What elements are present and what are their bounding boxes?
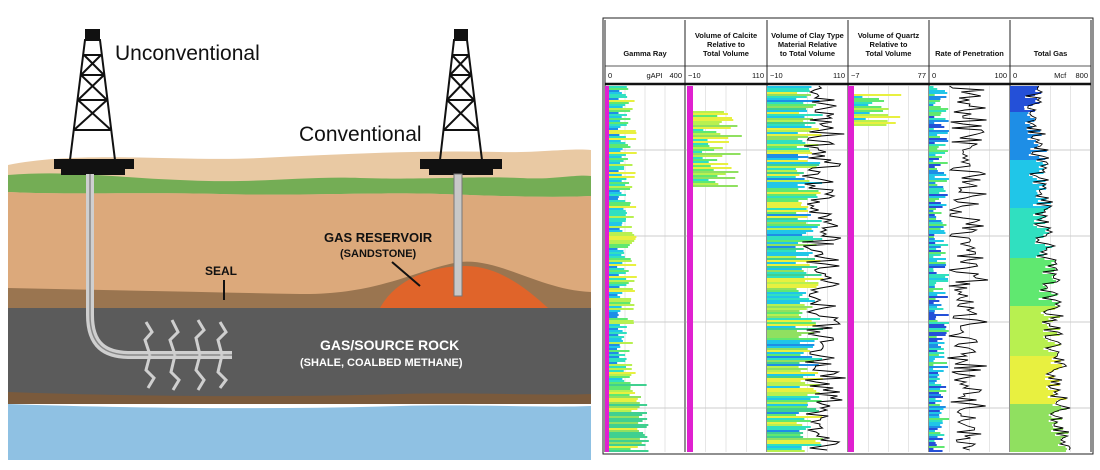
fracture-lines — [143, 319, 228, 391]
log-scale-min: 0 — [932, 71, 936, 80]
log-scale-unit: Mcf — [1054, 71, 1067, 80]
log-scale-max: 110 — [752, 71, 764, 80]
label-sandstone: (SANDSTONE) — [340, 248, 417, 260]
log-track-title: Relative to — [870, 40, 908, 49]
gas-reservoir-dome — [380, 266, 548, 308]
conventional-rig-icon — [420, 29, 502, 175]
log-track-title: Rate of Penetration — [935, 49, 1004, 58]
log-scale-min: 0 — [1013, 71, 1017, 80]
water-layer — [8, 404, 591, 460]
log-track-title: Total Volume — [866, 49, 912, 58]
log-track-title: Volume of Clay Type — [771, 31, 844, 40]
conventional-wellbore — [453, 173, 463, 297]
log-scale-max: 77 — [918, 71, 926, 80]
geology-diagram: Unconventional Conventional GAS RESERVOI… — [8, 10, 591, 460]
log-scale-min: −7 — [851, 71, 860, 80]
label-gas-reservoir: GAS RESERVOIR — [324, 230, 433, 245]
log-track-title: Volume of Quartz — [858, 31, 920, 40]
reservoir-leader-line — [391, 261, 421, 287]
log-track-title: Gamma Ray — [623, 49, 667, 58]
log-scale-max: 400 — [669, 71, 682, 80]
label-unconventional: Unconventional — [115, 42, 260, 65]
log-track-title: Total Gas — [1034, 49, 1068, 58]
label-source-rock-sub: (SHALE, COALBED METHANE) — [300, 357, 463, 369]
log-scale-max: 800 — [1075, 71, 1088, 80]
log-tracks — [605, 85, 1091, 452]
grass-layer — [8, 173, 591, 197]
unconventional-rig-icon — [54, 29, 134, 175]
log-scale-min: −10 — [688, 71, 701, 80]
log-scale-max: 100 — [994, 71, 1007, 80]
source-rock-layer — [8, 308, 591, 398]
label-source-rock: GAS/SOURCE ROCK — [320, 337, 459, 353]
log-scale-min: 0 — [608, 71, 612, 80]
log-track-title: Material Relative — [778, 40, 837, 49]
log-track-title: to Total Volume — [780, 49, 835, 58]
log-scale-max: 110 — [833, 71, 845, 80]
log-track-title: Volume of Calcite — [695, 31, 757, 40]
label-conventional: Conventional — [299, 123, 422, 146]
log-scale-min: −10 — [770, 71, 783, 80]
label-seal: SEAL — [205, 264, 237, 278]
source-rock-bottom — [8, 392, 591, 404]
log-scale-unit: gAPI — [646, 71, 662, 80]
log-track-title: Relative to — [707, 40, 745, 49]
log-track-title: Total Volume — [703, 49, 749, 58]
